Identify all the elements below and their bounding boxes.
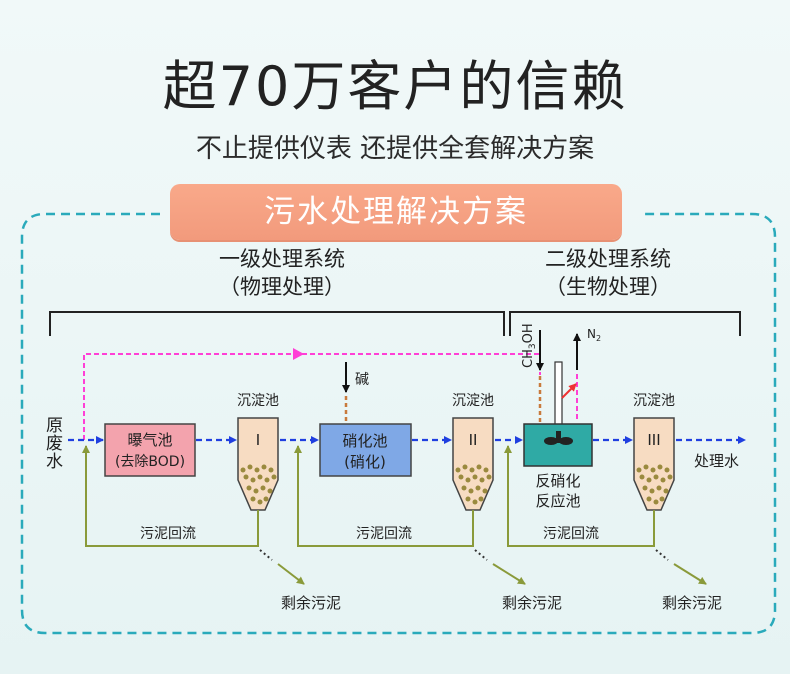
solution-banner: 污水处理解决方案 [170,184,622,240]
excess-sludge-dots-3 [655,549,669,561]
denitrification-label-1: 反硝化 [535,472,580,490]
recycle-arrow [293,348,304,360]
sludge-return-line-3 [504,445,655,547]
stage2-title: 二级处理系统 [545,247,671,271]
dashed-frame [20,212,777,635]
clarifier-3-sediment [636,464,673,505]
sludge-return-label-2: 污泥回流 [356,526,412,542]
nitrification-tank-label: 硝化池 [342,432,387,450]
excess-sludge-label-1: 剩余污泥 [281,594,341,612]
clarifier-3-numeral: III [647,431,660,449]
excess-sludge-dots-1 [259,549,273,561]
nitrogen-subscript: 2 [596,334,601,343]
methanol-oh: OH [521,323,536,343]
mixer-impeller [544,431,573,445]
mixer-shaft [554,361,563,433]
excess-sludge-arrow-2 [492,563,526,585]
stage1-bracket [49,311,505,336]
clarifier-2-label: 沉淀池 [452,393,494,409]
clarifier-1-sediment [240,464,277,505]
clarifier-3-label: 沉淀池 [633,393,675,409]
nitrification-tank-sublabel: (硝化) [344,453,386,471]
methanol-label: CH3OH [521,323,538,368]
excess-sludge-label-2: 剩余污泥 [502,594,562,612]
nitrogen-label: N2 [587,327,601,343]
stage2-subtitle: （生物处理） [545,275,671,299]
stage2-bracket [509,311,741,336]
gas-release-arrow [561,383,577,399]
outlet-label: 处理水 [694,452,739,470]
clarifier-1-label: 沉淀池 [237,393,279,409]
methanol-subscript: 3 [528,343,538,349]
aeration-tank-sublabel: (去除BOD) [115,454,185,470]
nitrogen-n: N [587,327,596,341]
inlet-label-3: 水 [46,452,63,472]
inlet-label-1: 原 [46,416,63,436]
alkali-label: 碱 [355,372,369,388]
aeration-tank-label: 曝气池 [127,431,172,449]
stage1-title: 一级处理系统 [219,247,345,271]
clarifier-2-numeral: II [469,431,478,449]
excess-sludge-arrow-3 [673,563,707,585]
clarifier-1-numeral: I [256,431,260,449]
sludge-return-line-2 [294,445,474,547]
nitrification-tank [319,423,412,477]
sludge-return-label-1: 污泥回流 [140,526,196,542]
page-subtitle: 不止提供仪表 还提供全套解决方案 [195,134,595,164]
methanol-ch: CH [521,349,536,368]
solution-banner-text: 污水处理解决方案 [264,194,528,230]
excess-sludge-arrow-1 [277,563,305,585]
stage1-subtitle: （物理处理） [219,275,345,299]
excess-sludge-label-3: 剩余污泥 [662,594,722,612]
denitrification-label-2: 反应池 [535,492,580,510]
denitrification-tank [523,423,593,467]
sludge-return-line-1 [82,445,259,547]
page-title: 超70万客户的信赖 [162,55,628,118]
sludge-return-label-3: 污泥回流 [543,526,599,542]
clarifier-2-sediment [455,464,492,505]
aeration-tank [104,423,196,477]
inlet-label-2: 废 [46,434,63,454]
excess-sludge-dots-2 [474,549,488,561]
